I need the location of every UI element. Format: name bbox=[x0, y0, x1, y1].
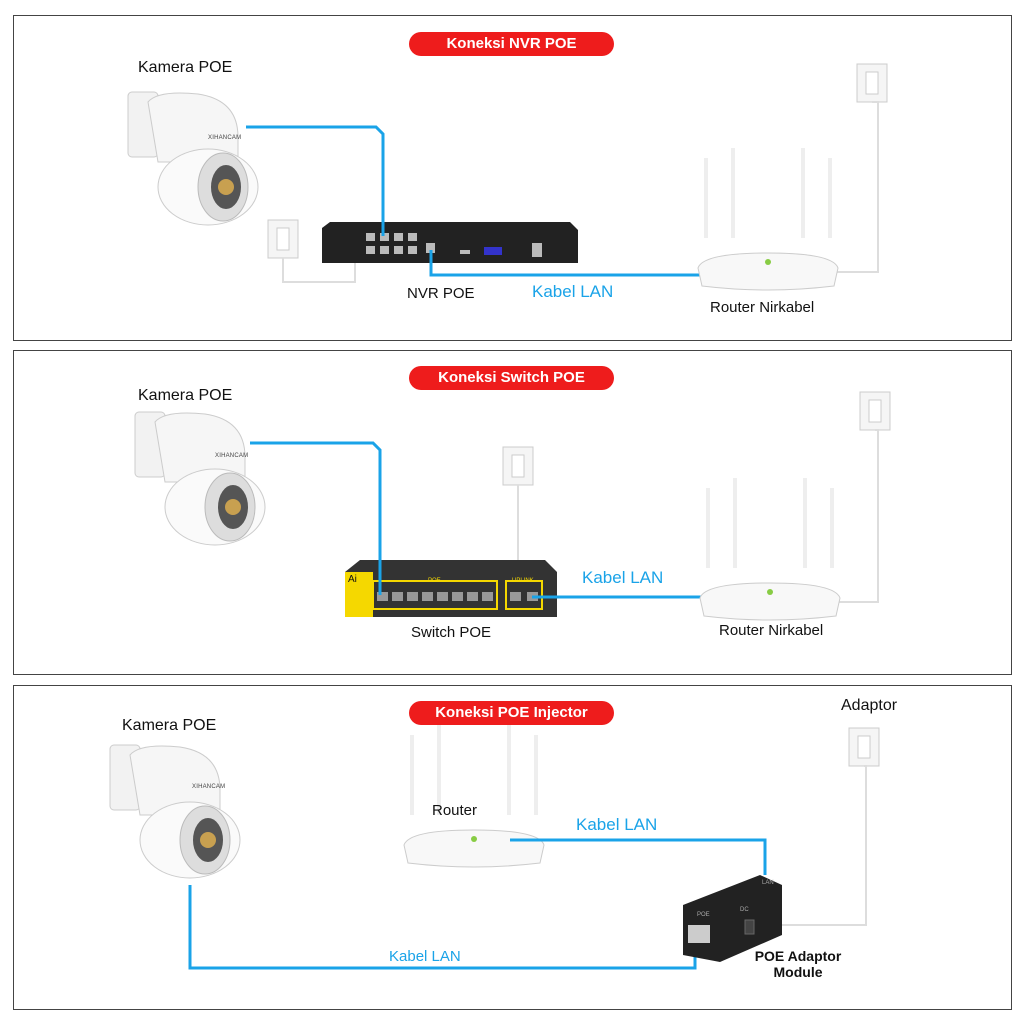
power-cable bbox=[755, 765, 867, 926]
section-title: Koneksi POE Injector bbox=[409, 701, 614, 725]
section-title: Koneksi NVR POE bbox=[409, 32, 614, 56]
switch-poe-text: POE bbox=[428, 578, 441, 584]
nvr-label: NVR POE bbox=[407, 285, 475, 302]
lan-cable bbox=[429, 250, 700, 277]
camera-label: Kamera POE bbox=[138, 59, 233, 76]
power-outlet-icon bbox=[502, 446, 534, 486]
router-icon bbox=[696, 146, 840, 292]
injector-lan-text: LAN bbox=[762, 880, 774, 886]
adaptor-label: Adaptor bbox=[841, 697, 898, 714]
injector-dc-jack bbox=[744, 919, 755, 935]
power-cable bbox=[830, 101, 879, 273]
injector-poe-text: POE bbox=[697, 912, 710, 918]
router-label: Router bbox=[432, 802, 478, 819]
switch-uplink-text: UPLINK bbox=[512, 578, 534, 584]
cable-label: Kabel LAN bbox=[576, 815, 658, 834]
switch-device bbox=[345, 560, 557, 617]
switch-poe-port-group bbox=[372, 580, 498, 610]
switch-ports bbox=[377, 592, 538, 601]
camera-icon bbox=[127, 91, 259, 226]
switch-uplink-port-group bbox=[505, 580, 543, 610]
router-icon bbox=[402, 723, 546, 869]
camera-brand: XIHANCAM bbox=[192, 784, 226, 790]
injector-rj45-port bbox=[688, 925, 710, 943]
lan-cable bbox=[510, 838, 767, 875]
switch-logo: Ai bbox=[348, 574, 357, 585]
router-label: Router Nirkabel bbox=[710, 299, 815, 316]
camera-brand: XIHANCAM bbox=[208, 135, 242, 141]
switch-label: Switch POE bbox=[411, 624, 492, 641]
camera-label: Kamera POE bbox=[138, 387, 233, 404]
section-title: Koneksi Switch POE bbox=[409, 366, 614, 390]
lan-cable bbox=[250, 441, 382, 595]
nvr-ports bbox=[366, 233, 542, 257]
camera-brand: XIHANCAM bbox=[215, 453, 249, 459]
switch-logo-panel bbox=[345, 572, 373, 617]
cable-label: Kabel LAN bbox=[582, 568, 664, 587]
router-icon bbox=[698, 476, 842, 622]
cable-label: Kabel LAN bbox=[389, 948, 461, 965]
camera-label: Kamera POE bbox=[122, 717, 217, 734]
injector-dc-text: DC bbox=[740, 907, 749, 913]
camera-icon bbox=[134, 411, 266, 546]
power-outlet-icon bbox=[856, 63, 888, 103]
camera-icon bbox=[109, 744, 241, 879]
lan-cable bbox=[246, 125, 385, 236]
power-outlet-icon bbox=[267, 219, 299, 259]
module-label: POE Adaptor Module bbox=[754, 948, 842, 980]
power-outlet-icon bbox=[848, 727, 880, 767]
power-outlet-icon bbox=[859, 391, 891, 431]
cable-label: Kabel LAN bbox=[532, 282, 614, 301]
power-cable bbox=[835, 429, 879, 603]
router-label: Router Nirkabel bbox=[719, 622, 824, 639]
power-cable bbox=[282, 255, 356, 283]
